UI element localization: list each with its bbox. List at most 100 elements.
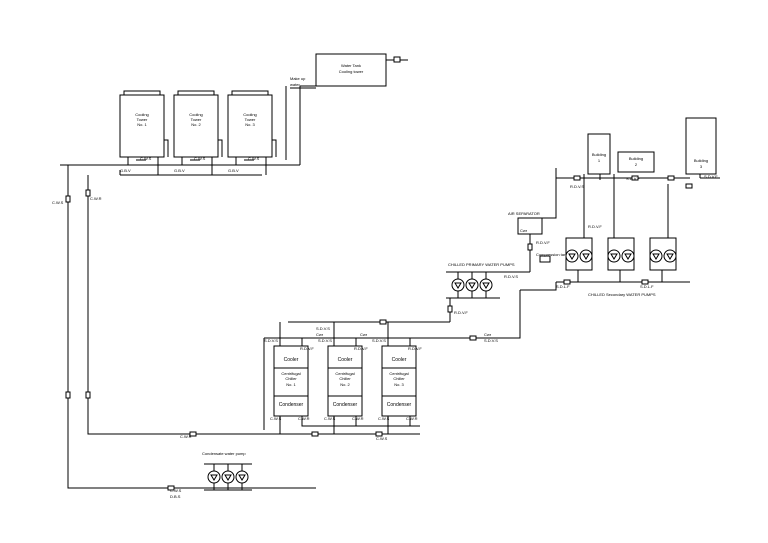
chiller-1-kind2: Chiller [285,376,297,381]
building-3-no: 3 [700,164,703,169]
chiller-2: Cooler Centrifugal Chiller No. 2 Condens… [318,338,368,421]
cooling-tower-1-line3: No. 1 [137,122,147,127]
chiller-2-top-right-tag: R.D.V.F [354,346,368,351]
chiller-3-top-left-tag: S.D.V.S [372,338,386,343]
chiller-3: Cooler Centrifugal Chiller No. 3 Condens… [372,338,422,421]
building-3: Building 3 [685,117,717,175]
chiller-3-condenser: Condenser [387,402,412,408]
header-right-b-tag: S.D.V.S [484,338,498,343]
cooling-tower-1-line2: Tower [137,117,148,122]
building-2: Building 2 [617,151,655,173]
cooling-tower-1-line1: Cooling [135,112,149,117]
compression-tank: Compression tank [536,252,568,263]
secondary-pumps: S.D.L.F S.D.L.F CHILLED Secondary WATER … [520,174,690,297]
chw-cwr-tag: Cwr [520,228,528,233]
chiller-2-kind2: Chiller [339,376,351,381]
chiller-1: Cooler Centrifugal Chiller No. 1 Condens… [264,338,314,421]
cooling-tower-1: Cooling Tower No. 1 C.W.S G.B.V [119,90,165,173]
condenser-risers: C.W.S C.W.R [52,165,316,489]
make-up-line2: water [290,82,300,87]
chilled-water-mains: R.D.V.S Cwr [519,168,720,322]
building-3-name: Building [694,158,708,163]
sec-left-tag: S.D.L.F [556,284,570,289]
chiller-2-no: No. 2 [340,382,350,387]
building-1-name: Building [592,152,606,157]
primary-pumps: CHILLED PRIMARY WATER PUMPS R.D.V.F R.D.… [446,262,530,322]
cond-supply-tag: C.W.S [376,436,388,441]
chiller-1-cooler: Cooler [284,357,299,363]
condensate-pumps: Condensate water pump [202,451,252,491]
cooling-tower-3: Cooling Tower No. 3 C.W.S G.B.V [227,90,273,173]
bldg-right-tag: S.D.V.F [704,174,718,179]
make-up-water: Make up water [290,76,316,89]
cooling-tower-3-supply-tag: C.W.S [248,156,260,161]
cooling-tower-2-line3: No. 2 [191,122,201,127]
chiller-3-kind1: Centrifugal [389,371,408,376]
chiller-1-bottom-left-tag: C.W.S [270,416,282,421]
chiller-3-kind2: Chiller [393,376,405,381]
cooling-tower-2-line2: Tower [191,117,202,122]
water-tank: Water Tank Cooling tower [315,53,408,87]
tower-piping [60,85,316,176]
bldg-branch-tag: R.D.V.F [588,224,602,229]
chiller-2-bottom-right-tag: C.W.R [352,416,364,421]
building-1: Building 1 [587,133,611,175]
cond-return-tag: C.W.R [180,434,192,439]
cond-bottom-tag: C.W.S [170,488,182,493]
cooling-tower-1-supply-tag: C.W.S [140,156,152,161]
chiller-1-condenser: Condenser [279,402,304,408]
riser-tag-inner: C.W.R [90,196,102,201]
cooling-tower-3-line3: No. 3 [245,122,255,127]
chiller-2-top-left-tag: S.D.V.S [318,338,332,343]
air-sep-tag: R.D.V.F [536,240,550,245]
chw-supply-tag: R.D.V.S [570,184,584,189]
chiller-2-condenser: Condenser [333,402,358,408]
chiller-3-bottom-right-tag: C.W.R [406,416,418,421]
chiller-3-no: No. 3 [394,382,404,387]
cooling-tower-2-supply-tag: C.W.S [194,156,206,161]
make-up-line1: Make up [290,76,306,81]
primary-valve-tag: R.D.V.F [454,310,468,315]
cooling-tower-2-line1: Cooling [189,112,203,117]
chiller-1-top-right-tag: R.D.V.F [300,346,314,351]
chiller-headers: S.D.V.S Cwr Cwr Cwr S.D.V.S C.W.R C.W.S … [167,290,521,499]
chiller-2-bottom-left-tag: C.W.S [324,416,336,421]
chiller-1-kind1: Centrifugal [281,371,300,376]
header-top-tag: S.D.V.S [316,326,330,331]
condensate-pumps-label: Condensate water pump [202,451,246,456]
chiller-3-top-right-tag: R.D.V.F [408,346,422,351]
primary-in-tag: R.D.V.S [504,274,518,279]
chiller-1-top-left-tag: S.D.V.S [264,338,278,343]
primary-pumps-label: CHILLED PRIMARY WATER PUMPS [448,262,515,267]
building-2-no: 2 [635,162,638,167]
cooling-tower-3-line2: Tower [245,117,256,122]
chiller-3-cooler: Cooler [392,357,407,363]
header-top-b-tag: Cwr [316,332,324,337]
secondary-pumps-label: CHILLED Secondary WATER PUMPS [588,292,656,297]
cond-bottom2-tag: D.B.S [170,494,181,499]
air-separator-label: AIR SEPARATOR [508,211,540,216]
cooling-tower-3-line1: Cooling [243,112,257,117]
cooling-tower-1-valve-tag: G.B.V [120,168,131,173]
water-tank-line2: Cooling tower [339,69,364,74]
header-top-c-tag: Cwr [360,332,368,337]
air-separator: AIR SEPARATOR R.D.V.F [508,211,550,272]
chiller-3-bottom-left-tag: C.W.S [378,416,390,421]
chiller-1-bottom-right-tag: C.W.R [298,416,310,421]
bldg-top-tag: S.D.V.F [626,176,640,181]
cooling-tower-2: Cooling Tower No. 2 C.W.S G.B.V [173,90,219,173]
building-tags: R.D.V.F S.D.V.F S.D.V.F [588,174,718,229]
chiller-1-no: No. 1 [286,382,296,387]
building-1-no: 1 [598,158,601,163]
riser-tag-outer: C.W.S [52,200,64,205]
building-2-name: Building [629,156,643,161]
compression-tank-label: Compression tank [536,252,568,257]
water-tank-line1: Water Tank [341,63,361,68]
chiller-2-cooler: Cooler [338,357,353,363]
cooling-tower-3-valve-tag: G.B.V [228,168,239,173]
cooling-tower-2-valve-tag: G.B.V [174,168,185,173]
header-right-tag: Cwr [484,332,492,337]
chiller-2-kind1: Centrifugal [335,371,354,376]
sec-mid-tag: S.D.L.F [640,284,654,289]
